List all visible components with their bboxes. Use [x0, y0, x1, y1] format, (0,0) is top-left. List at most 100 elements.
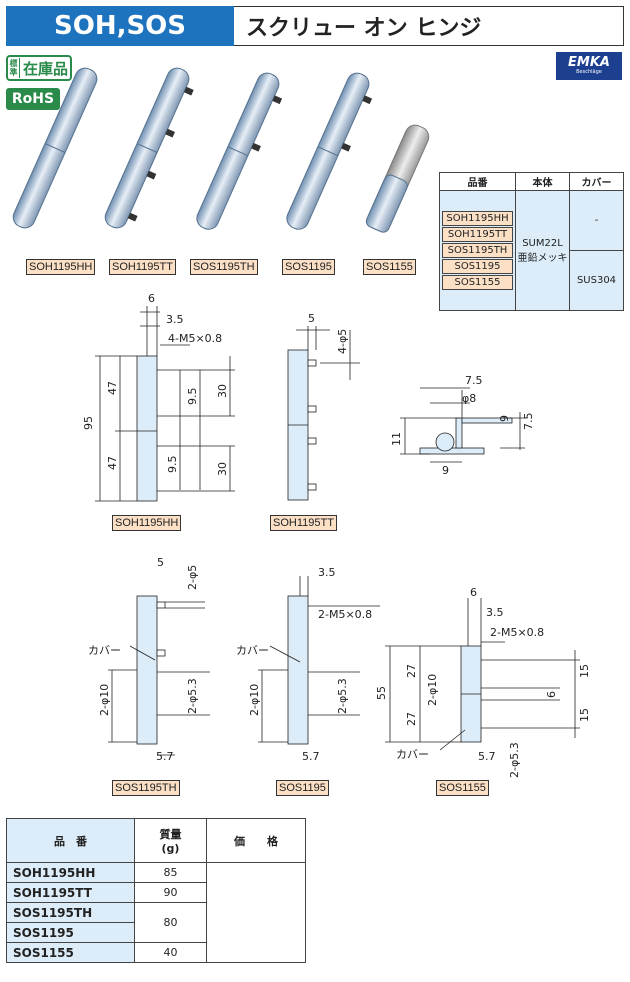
dim-5-7-b: 5.7 — [302, 750, 320, 763]
hinge-photo-2 — [104, 67, 194, 229]
rohs-badge: RoHS — [6, 88, 60, 110]
table-row: SOS1195 — [6, 922, 306, 943]
dim-6-c: 6 — [545, 691, 558, 698]
spec-code-4: SOS1195 — [442, 259, 513, 274]
hinge-photo-3 — [196, 72, 283, 230]
dim-2phi5-a: 2-φ5 — [186, 565, 199, 590]
spec-code-2: SOH1195TT — [442, 227, 513, 242]
drawing-label-3: SOS1195TH — [112, 780, 180, 796]
dim-5-7-a: 5.7 — [156, 750, 174, 763]
table-row: SOH1195HH 85 — [6, 862, 306, 963]
dim-5-a: 5 — [308, 312, 315, 325]
drawing-label-5: SOS1155 — [436, 780, 489, 796]
spec-code-5: SOS1155 — [442, 275, 513, 290]
spec-table: 品番 本体 カバー SOH1195HH SOH1195TT SOS1195TH … — [439, 172, 624, 311]
dim-3-5-c: 3.5 — [486, 606, 504, 619]
price-header-mass: 質量 (g) — [134, 818, 207, 863]
dim-5-b: 5 — [157, 556, 164, 569]
dim-2phi10-b: 2-φ10 — [248, 684, 261, 716]
row-part: SOH1195TT — [6, 882, 135, 903]
dim-2m5-b: 2-M5×0.8 — [490, 626, 544, 639]
dim-3-5-b: 3.5 — [318, 566, 336, 579]
dim-47-b: 47 — [106, 456, 119, 470]
dim-15-b: 15 — [578, 708, 591, 722]
row-mass: 80 — [134, 902, 207, 943]
emka-logo: EMKA Beschläge — [556, 52, 622, 80]
dim-95: 95 — [82, 416, 95, 430]
dim-47-a: 47 — [106, 381, 119, 395]
mass-header-line1: 質量 — [159, 828, 182, 841]
row-part: SOH1195HH — [6, 862, 135, 883]
stock-badge-text: 在庫品 — [23, 59, 69, 78]
dim-11: 11 — [390, 432, 403, 446]
dim-9-5-b: 9.5 — [166, 456, 179, 474]
dim-7-5-a: 7.5 — [465, 374, 483, 387]
dim-6-a: 6 — [148, 292, 155, 305]
dim-2phi5-3-a: 2-φ5.3 — [186, 678, 199, 714]
drawing-side-view — [400, 387, 525, 463]
spec-header-cover: カバー — [569, 172, 624, 191]
dim-4m5: 4-M5×0.8 — [168, 332, 222, 345]
dim-30-a: 30 — [216, 384, 229, 398]
drawing-sos1195th — [108, 595, 210, 756]
spec-code-1: SOH1195HH — [442, 211, 513, 226]
table-row: SOS1155 40 — [6, 942, 306, 963]
row-part: SOS1195TH — [6, 902, 135, 923]
spec-cover-material: SUS304 — [569, 250, 624, 311]
drawing-sos1195 — [258, 576, 380, 745]
drawing-soh1195tt — [287, 326, 360, 501]
spec-body-finish: 亜鉛メッキ — [517, 252, 568, 264]
dim-30-b: 30 — [216, 462, 229, 476]
spec-codes-cell: SOH1195HH SOH1195TT SOS1195TH SOS1195 SO… — [439, 190, 516, 311]
cover-label-a: カバー — [88, 644, 121, 657]
drawing-label-4: SOS1195 — [276, 780, 329, 796]
drawing-soh1195hh — [95, 306, 235, 502]
dim-9-a: 9 — [498, 415, 511, 422]
drawing-label-2: SOH1195TT — [270, 515, 337, 531]
spec-body-material: SUM22L — [522, 237, 563, 249]
product-photos — [12, 67, 430, 233]
dim-6-b: 6 — [470, 586, 477, 599]
dim-27-b: 27 — [405, 712, 418, 726]
photo-label-5: SOS1155 — [363, 259, 416, 275]
spec-header-body: 本体 — [515, 172, 570, 191]
row-mass: 40 — [134, 942, 207, 963]
spec-cover-none: - — [569, 190, 624, 251]
dim-2m5-a: 2-M5×0.8 — [318, 608, 372, 621]
photo-label-1: SOH1195HH — [26, 259, 96, 275]
price-header-part: 品 番 — [6, 818, 135, 863]
table-row: SOS1195TH 80 — [6, 902, 306, 943]
drawing-sos1155 — [385, 598, 580, 751]
logo-sub: Beschläge — [576, 69, 602, 75]
row-mass: 85 — [134, 862, 207, 883]
dim-7-5-b: 7.5 — [522, 413, 535, 431]
photo-label-3: SOS1195TH — [190, 259, 258, 275]
logo-brand: EMKA — [568, 55, 610, 70]
table-row: SOH1195TT 90 — [6, 882, 306, 903]
dim-9-b: 9 — [442, 464, 449, 477]
spec-code-3: SOS1195TH — [442, 243, 513, 258]
mass-header-line2: (g) — [161, 842, 180, 855]
dim-2phi5-3-c: 2-φ5.3 — [508, 742, 521, 778]
spec-header-part: 品番 — [439, 172, 516, 191]
cover-label-b: カバー — [236, 644, 269, 657]
hinge-photo-5 — [365, 124, 430, 233]
drawing-label-1: SOH1195HH — [112, 515, 182, 531]
dim-2phi5-3-b: 2-φ5.3 — [336, 678, 349, 714]
price-cell — [206, 862, 306, 963]
dim-27-a: 27 — [405, 664, 418, 678]
photo-label-2: SOH1195TT — [109, 259, 176, 275]
dim-3-5-a: 3.5 — [166, 313, 184, 326]
dim-9-5-a: 9.5 — [186, 388, 199, 406]
spec-body-cell: SUM22L 亜鉛メッキ — [515, 190, 570, 311]
dim-55: 55 — [375, 686, 388, 700]
product-name: スクリュー オン ヒンジ — [234, 6, 624, 46]
row-mass: 90 — [134, 882, 207, 903]
technical-drawings: 6 3.5 4-M5×0.8 95 47 47 9.5 9.5 30 30 5 … — [82, 292, 591, 778]
stock-badge: 標準 在庫品 — [6, 55, 72, 81]
series-title: SOH,SOS — [6, 6, 234, 46]
dim-5-7-c: 5.7 — [478, 750, 496, 763]
row-part: SOS1195 — [6, 922, 135, 943]
price-table: 品 番 質量 (g) 価 格 SOH1195HH 85 SOH1195TT 90… — [6, 818, 306, 963]
dim-4phi5: 4-φ5 — [336, 329, 349, 354]
